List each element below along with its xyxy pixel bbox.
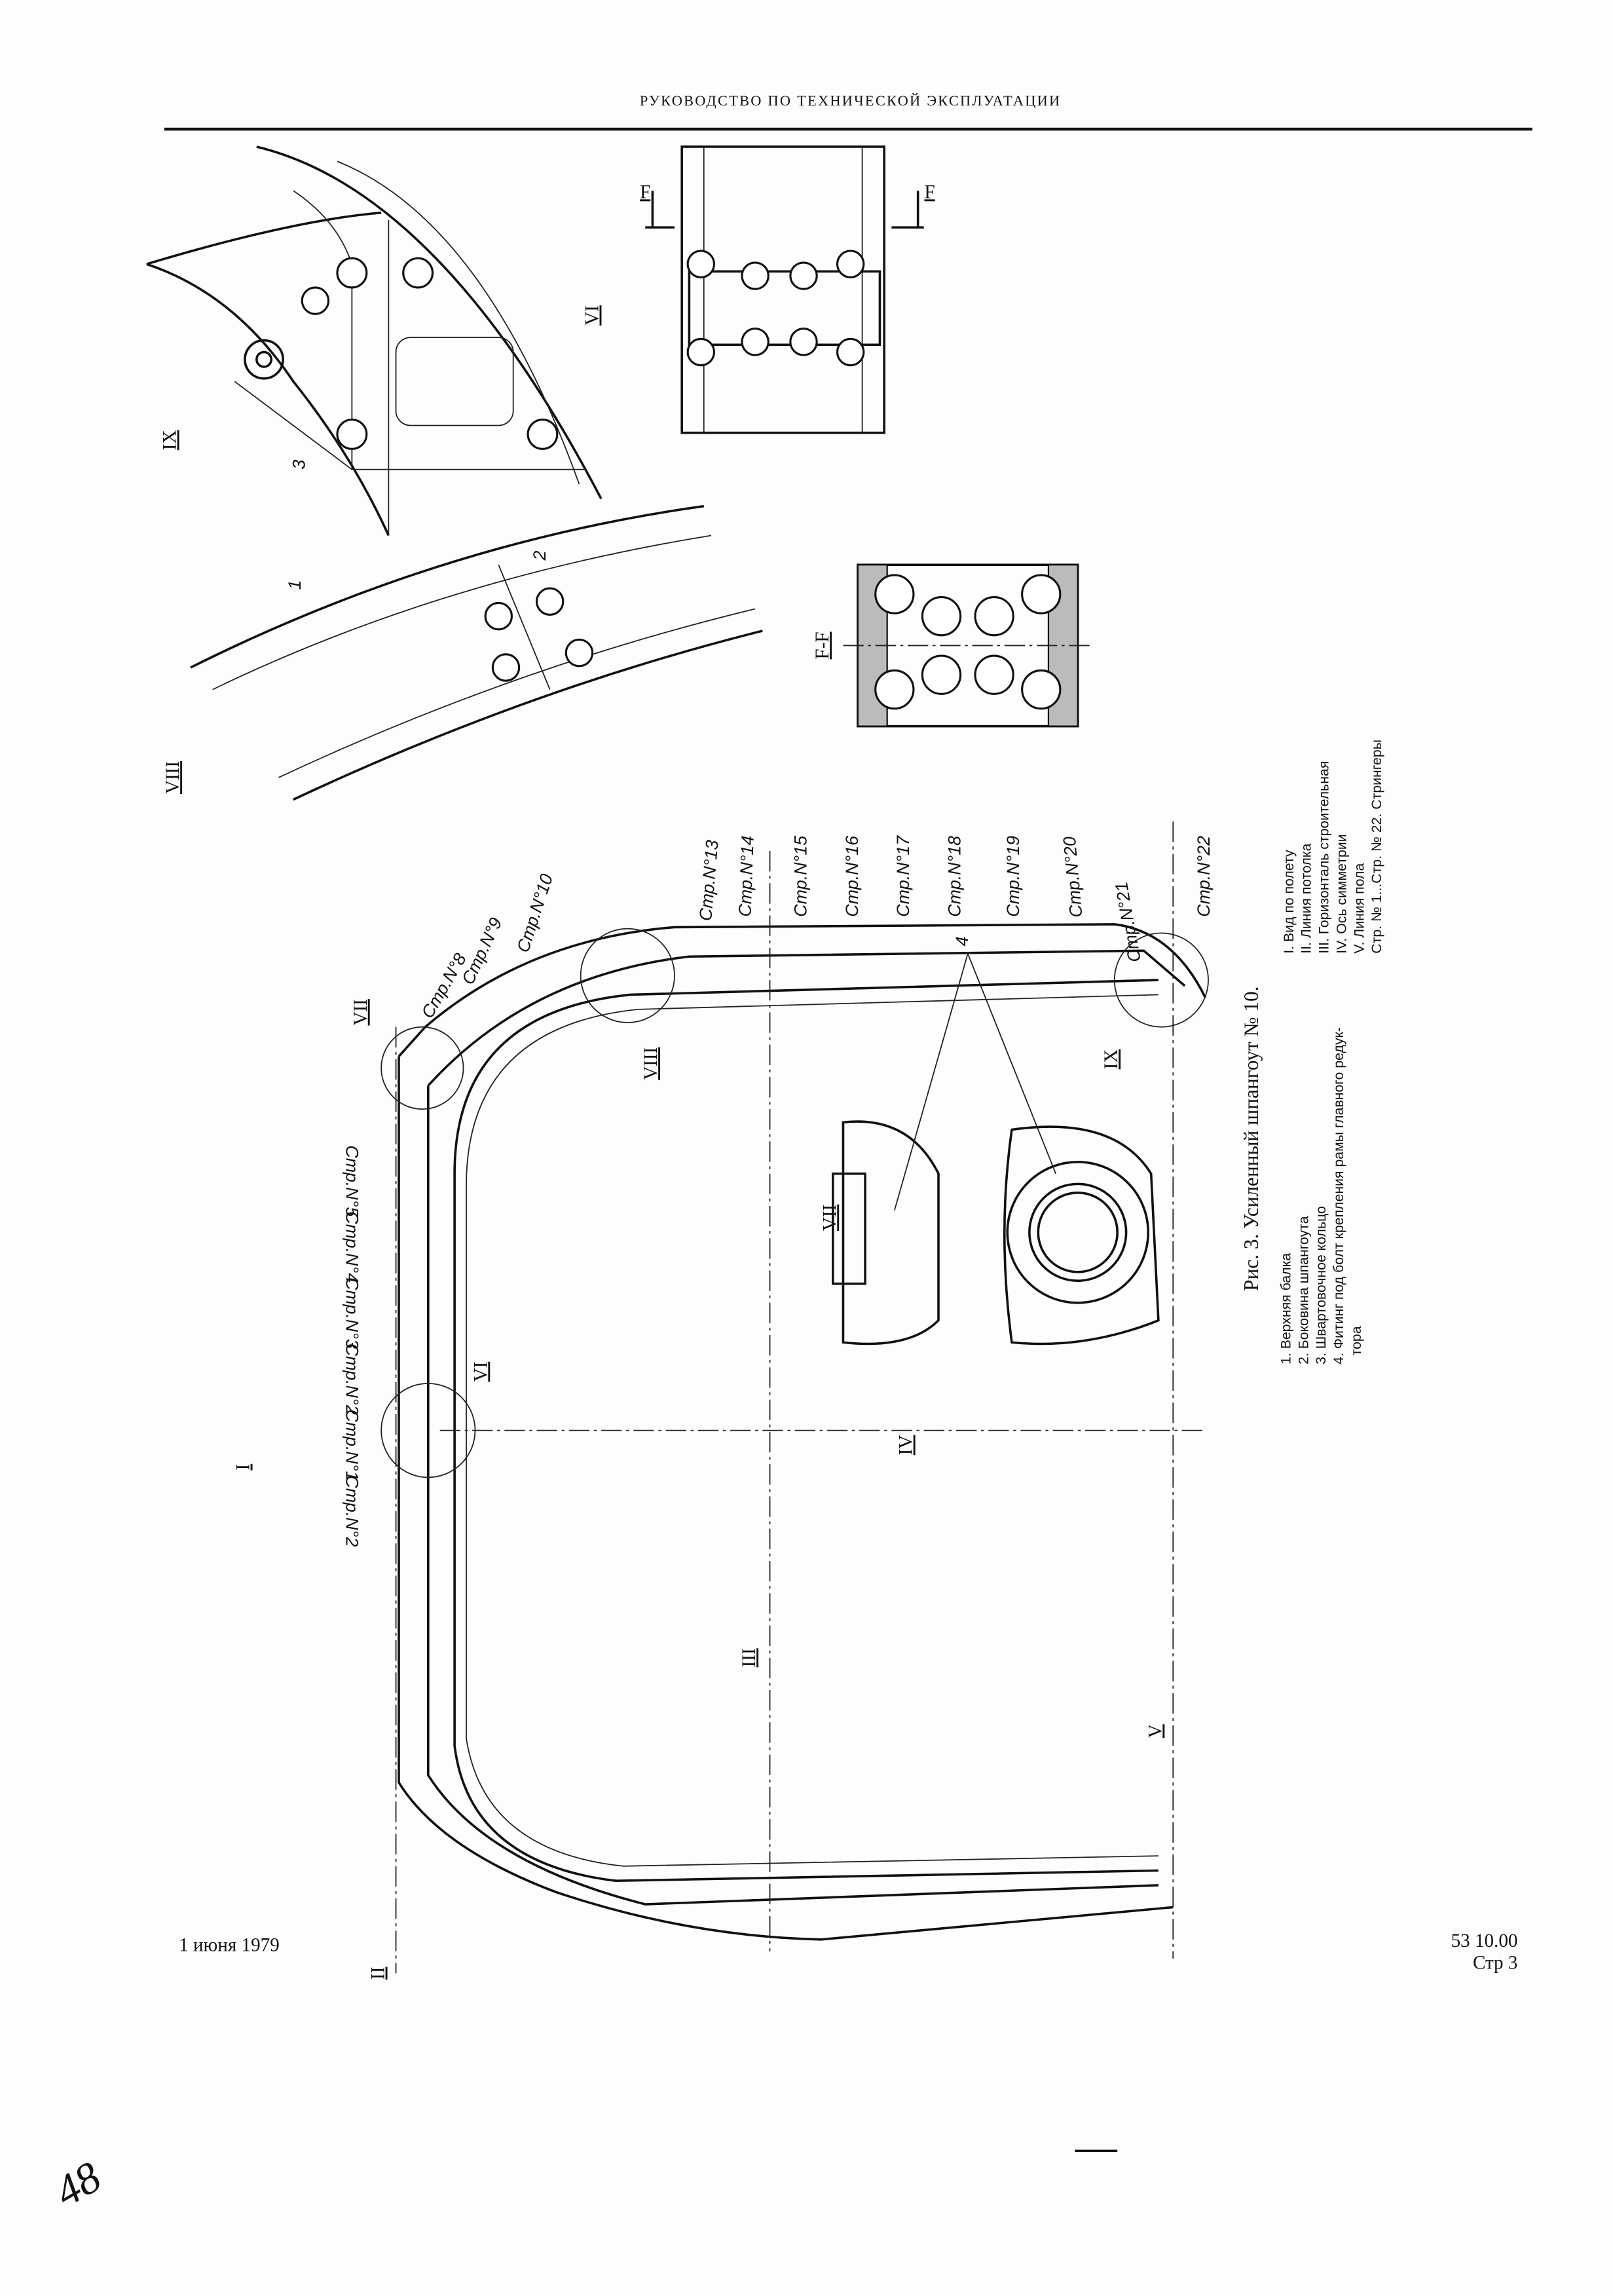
section-marker-f-left: F xyxy=(640,181,650,202)
section-label-f-f: F-F xyxy=(812,631,833,659)
part-label-3: 3 xyxy=(289,460,309,470)
detail-vii xyxy=(832,953,1160,1346)
view-label-v: V xyxy=(1145,1724,1166,1738)
stringer-label: Стр.N°4 xyxy=(342,1211,362,1283)
stringer-label: Стр.N°20 xyxy=(1060,836,1086,918)
stringer-labels-left: Стр.N°5 Стр.N°4 Стр.N°3 Стр.N°2 Стр.N°1 … xyxy=(342,1145,362,1547)
stringer-label: Стр.N°1 xyxy=(342,1410,362,1481)
legend-item: 3. Швартовочное кольцо xyxy=(1313,1206,1329,1364)
view-label-viii: VIII xyxy=(640,1047,661,1080)
view-label-iv: IV xyxy=(896,1435,917,1456)
view-label-ii: II xyxy=(368,1967,389,1980)
view-label-vii: VII xyxy=(350,999,371,1025)
lines-legend: I. Вид по полету II. Линия потолка III. … xyxy=(1281,740,1384,954)
detail-vi xyxy=(645,145,924,434)
legend-item: II. Линия потолка xyxy=(1299,843,1314,953)
view-label-iii: III xyxy=(739,1648,760,1667)
stringer-label: Стр.N°17 xyxy=(893,835,913,917)
frame-no-10 xyxy=(380,821,1209,1974)
legend-item: I. Вид по полету xyxy=(1281,850,1297,954)
view-label-viii-detail: VIII xyxy=(162,761,183,794)
legend-item: V. Линия пола xyxy=(1351,863,1367,954)
legend-item: 4. Фитинг под болт крепления рамы главно… xyxy=(1331,1027,1346,1364)
stringer-label: Стр.N°14 xyxy=(735,835,757,917)
stringer-label: Стр.N°22 xyxy=(1194,836,1214,917)
view-label-vi-detail: VI xyxy=(582,305,603,326)
legend-item: тора xyxy=(1348,1326,1364,1355)
view-label-vii-detail: VII xyxy=(819,1205,840,1231)
detail-viii xyxy=(190,504,763,801)
figure-caption: Рис. 3. Усиленный шпангоут № 10. xyxy=(1240,987,1263,1291)
footer-code: 53 10.00 xyxy=(1451,1930,1518,1951)
footer-page: Стр 3 xyxy=(1473,1953,1517,1974)
stringer-label: Стр.N°15 xyxy=(791,836,811,917)
view-label-vi: VI xyxy=(470,1362,491,1382)
part-label-1: 1 xyxy=(285,580,305,590)
legend-item: IV. Ось симметрии xyxy=(1333,834,1349,953)
section-marker-f-right: F xyxy=(924,181,935,202)
view-label-ix-frame: IX xyxy=(1101,1049,1122,1070)
legend-item: 1. Верхняя балка xyxy=(1278,1253,1293,1364)
parts-legend: 1. Верхняя балка 2. Боковина шпангоута 3… xyxy=(1278,1027,1363,1364)
header-title: РУКОВОДСТВО ПО ТЕХНИЧЕСКОЙ ЭКСПЛУАТАЦИИ xyxy=(640,92,1061,109)
handwritten-page-number: 48 xyxy=(46,2152,109,2217)
stringer-labels-top: Стр.N°8 Стр.N°9 Стр.N°10 Стр.N°13 Стр.N°… xyxy=(418,835,1214,1022)
stringer-label: Стр.N°5 xyxy=(342,1145,362,1216)
view-label-ix: IX xyxy=(160,430,181,451)
legend-item: Стр. № 1...Стр. № 22. Стрингеры xyxy=(1369,740,1384,954)
stringer-label: Стр.N°16 xyxy=(842,836,862,917)
stringer-label: Стр.N°10 xyxy=(513,871,557,954)
legend-item: III. Горизонталь строительная xyxy=(1316,761,1332,954)
part-label-2: 2 xyxy=(530,551,549,561)
section-f-f xyxy=(843,563,1093,728)
legend-item: 2. Боковина шпангоута xyxy=(1295,1216,1311,1364)
detail-ix xyxy=(146,145,603,536)
part-label-4: 4 xyxy=(952,937,972,947)
stringer-label: Стр.N°2 xyxy=(342,1475,362,1547)
stringer-label: Стр.N°19 xyxy=(1003,836,1023,917)
stringer-label: Стр.N°3 xyxy=(342,1277,362,1349)
footer-date: 1 июня 1979 xyxy=(179,1935,280,1956)
stringer-label: Стр.N°2 xyxy=(342,1344,362,1415)
stringer-label: Стр.N°18 xyxy=(945,836,965,917)
view-label-i: I xyxy=(233,1464,254,1471)
stringer-label: Стр.N°13 xyxy=(695,839,722,922)
